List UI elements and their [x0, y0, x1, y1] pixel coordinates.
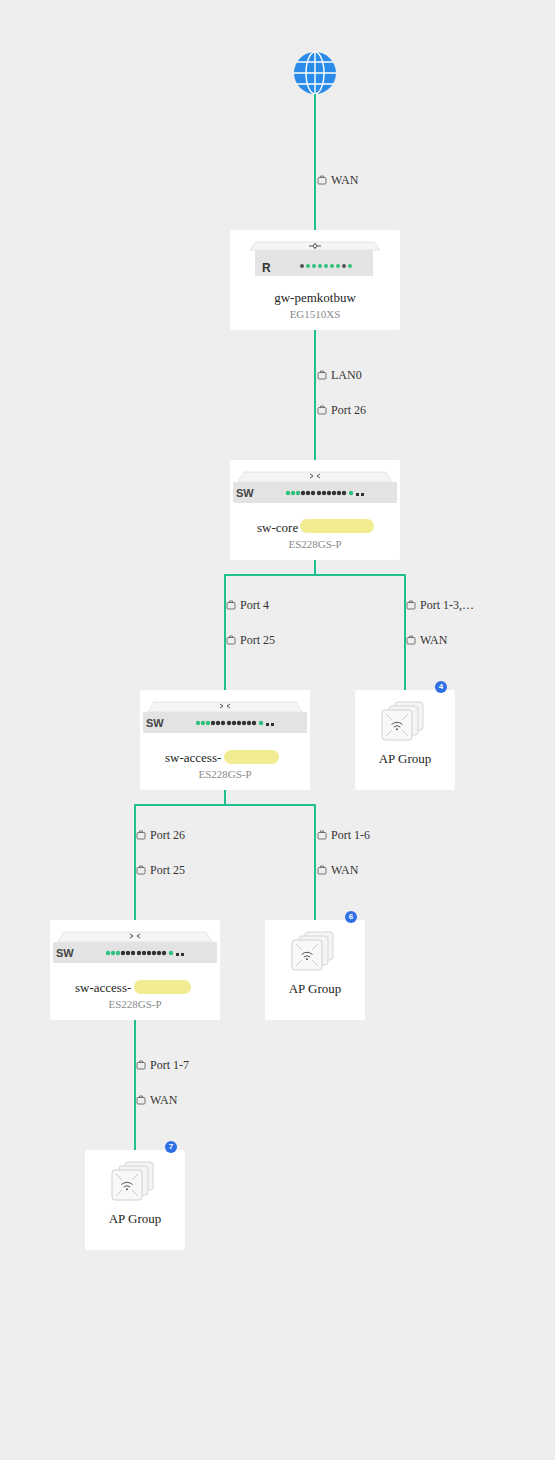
count-number: 7 [165, 1141, 177, 1153]
port-label: WAN [150, 1092, 177, 1108]
ap-illustration [292, 932, 333, 970]
count-number: 6 [345, 911, 357, 923]
port-label: Port 25 [150, 862, 185, 878]
count-number: 4 [435, 681, 447, 693]
wan-uplink [314, 94, 316, 230]
port-label: Port 25 [240, 632, 275, 648]
port-label: LAN0 [331, 367, 362, 383]
port-label: WAN [331, 862, 358, 878]
port-label: Port 26 [150, 827, 185, 843]
ap-group-box: AP Group4 [355, 690, 455, 790]
port-icon [227, 636, 235, 644]
group-name: AP Group [265, 981, 365, 997]
globe-lines [294, 52, 336, 94]
network-link [135, 790, 225, 920]
port-icon [318, 866, 326, 874]
port-icon [227, 601, 235, 609]
redaction-mark [224, 750, 279, 764]
ap-group-box: AP Group6 [265, 920, 365, 1020]
globe-meridian [306, 52, 324, 94]
device-model: ES228GS-P [230, 536, 400, 552]
port-icon [137, 831, 145, 839]
port-label: WAN [331, 172, 358, 188]
port-label: Port 1-6 [331, 827, 370, 843]
switch-illustration [53, 932, 217, 963]
network-link [225, 790, 315, 920]
ap-illustration [112, 1162, 153, 1200]
port-icon [318, 176, 326, 184]
network-link [315, 560, 405, 690]
router-illustration [250, 242, 380, 276]
port-label: Port 1-7 [150, 1057, 189, 1073]
device-name: sw-core [257, 520, 298, 536]
port-icon [137, 866, 145, 874]
redaction-mark [300, 519, 374, 533]
device-badge-letter: SW [56, 945, 74, 961]
device-model: ES228GS-P [140, 766, 310, 782]
port-label: WAN [420, 632, 447, 648]
device-model: EG1510XS [230, 306, 400, 322]
port-icon [407, 601, 415, 609]
redaction-mark [134, 980, 191, 994]
port-label: Port 4 [240, 597, 269, 613]
port-icon [137, 1096, 145, 1104]
gateway-box: gw-pemkotbuwEG1510XS [230, 230, 400, 330]
switch-illustration [233, 472, 397, 503]
group-name: AP Group [355, 751, 455, 767]
port-label: Port 1-3,… [420, 597, 474, 613]
device-model: ES228GS-P [50, 996, 220, 1012]
port-icon [318, 371, 326, 379]
ap-illustration [382, 702, 423, 740]
count-badge: 6 [345, 911, 357, 923]
device-badge-letter: R [262, 260, 271, 276]
device-name: sw-access- [165, 750, 221, 766]
count-badge: 7 [165, 1141, 177, 1153]
network-link [225, 560, 315, 690]
group-name: AP Group [85, 1211, 185, 1227]
port-icon [318, 406, 326, 414]
switch-box: sw-coreES228GS-P [230, 460, 400, 560]
device-badge-letter: SW [146, 715, 164, 731]
network-link [314, 330, 316, 460]
port-icon [407, 636, 415, 644]
device-name: sw-access- [75, 980, 131, 996]
switch-illustration [143, 702, 307, 733]
internet-globe [294, 52, 336, 94]
device-badge-letter: SW [236, 485, 254, 501]
port-icon [318, 831, 326, 839]
port-icon [137, 1061, 145, 1069]
switch-box: sw-access-ES228GS-P [140, 690, 310, 790]
globe-disc [294, 52, 336, 94]
network-link [134, 1020, 136, 1150]
count-badge: 4 [435, 681, 447, 693]
device-name: gw-pemkotbuw [230, 290, 400, 306]
ap-group-box: AP Group7 [85, 1150, 185, 1250]
switch-box: sw-access-ES228GS-P [50, 920, 220, 1020]
port-label: Port 26 [331, 402, 366, 418]
